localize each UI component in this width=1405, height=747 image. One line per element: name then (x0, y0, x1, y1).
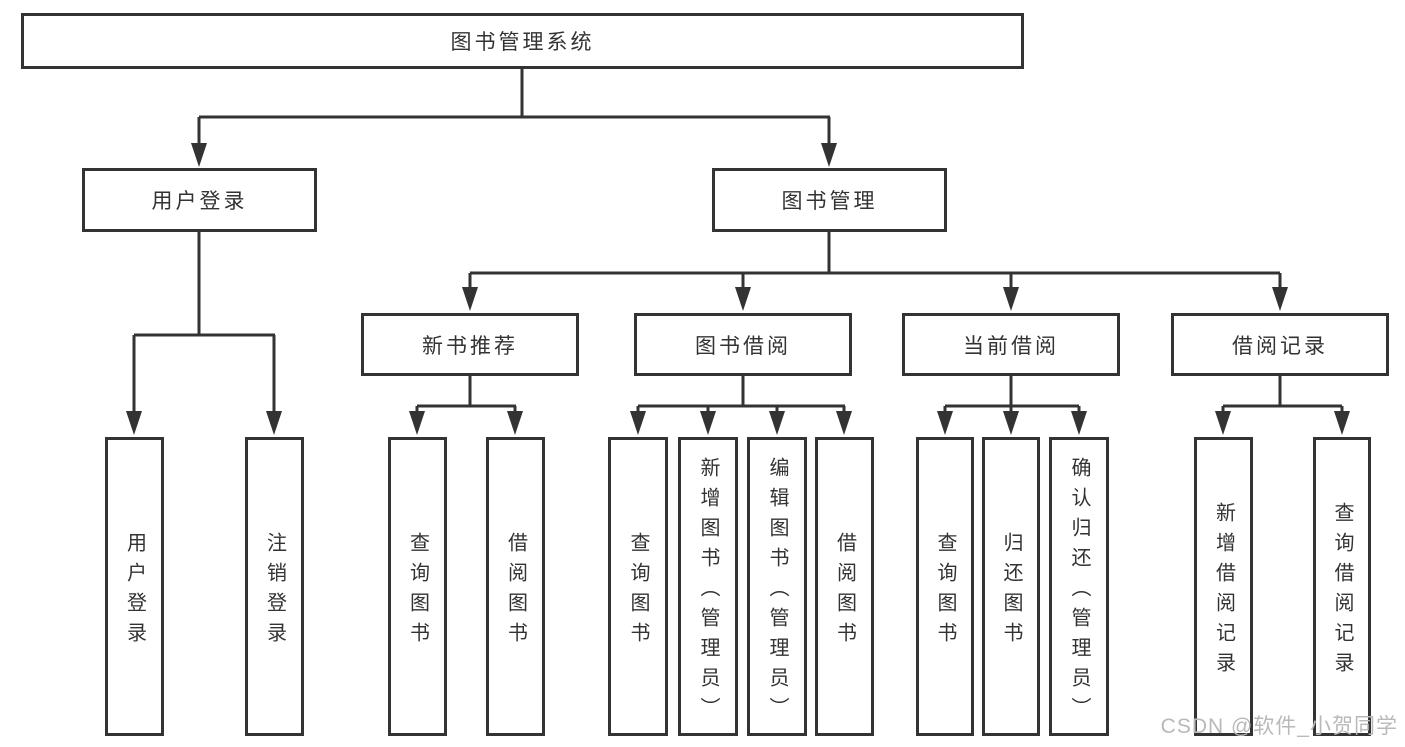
node-borrow-records-label: 借阅记录 (1232, 334, 1328, 358)
arrowhead-icon (769, 411, 785, 435)
leaf-logout-label: 注销登录 (263, 531, 286, 652)
arrowhead-icon (462, 287, 478, 311)
node-user-login-label: 用户登录 (151, 190, 248, 213)
arrowhead-icon (937, 411, 953, 435)
arrowhead-icon (409, 411, 425, 435)
arrowhead-icon (1003, 287, 1019, 311)
leaf-nb-query-books-label: 查询图书 (406, 531, 429, 652)
node-current-borrow: 当前借阅 (902, 313, 1120, 376)
leaf-bb-add-book-admin-label: 新增图书（管理员） (697, 456, 719, 727)
node-user-login: 用户登录 (82, 168, 317, 232)
arrowhead-icon (191, 143, 207, 167)
arrowhead-icon (1272, 287, 1288, 311)
node-borrow-records: 借阅记录 (1171, 313, 1389, 376)
node-book-management: 图书管理 (712, 168, 947, 232)
leaf-bb-borrow-books: 借阅图书 (815, 437, 874, 736)
watermark: CSDN @软件_小贺同学 (1160, 715, 1398, 738)
arrowhead-icon (735, 287, 751, 311)
leaf-bb-edit-book-admin: 编辑图书（管理员） (747, 437, 807, 736)
leaf-user-login-label: 用户登录 (123, 531, 146, 652)
node-new-book-recommend: 新书推荐 (361, 313, 579, 376)
leaf-bb-query-books: 查询图书 (608, 437, 668, 736)
leaf-cb-return-books-label: 归还图书 (1000, 531, 1022, 652)
leaf-cb-confirm-return-admin: 确认归还（管理员） (1049, 437, 1109, 736)
node-book-borrow: 图书借阅 (634, 313, 852, 376)
arrowhead-icon (821, 143, 837, 167)
leaf-br-add-record-label: 新增借阅记录 (1212, 501, 1235, 682)
node-book-management-label: 图书管理 (781, 190, 878, 213)
leaf-bb-query-books-label: 查询图书 (627, 531, 649, 652)
leaf-cb-confirm-return-admin-label: 确认归还（管理员） (1068, 456, 1090, 727)
arrowhead-icon (1071, 411, 1087, 435)
leaf-bb-edit-book-admin-label: 编辑图书（管理员） (766, 456, 788, 727)
arrowhead-icon (630, 411, 646, 435)
arrowhead-icon (1215, 411, 1231, 435)
arrowhead-icon (266, 411, 282, 435)
leaf-user-login: 用户登录 (105, 437, 164, 736)
leaf-bb-add-book-admin: 新增图书（管理员） (678, 437, 738, 736)
arrowhead-icon (700, 411, 716, 435)
leaf-bb-borrow-books-label: 借阅图书 (833, 531, 856, 652)
leaf-br-query-record: 查询借阅记录 (1313, 437, 1371, 736)
arrowhead-icon (1003, 411, 1019, 435)
leaf-nb-borrow-books-label: 借阅图书 (504, 531, 527, 652)
leaf-logout: 注销登录 (245, 437, 304, 736)
node-current-borrow-label: 当前借阅 (963, 334, 1059, 358)
leaf-nb-query-books: 查询图书 (388, 437, 447, 736)
leaf-br-add-record: 新增借阅记录 (1194, 437, 1253, 736)
leaf-br-query-record-label: 查询借阅记录 (1331, 501, 1353, 682)
leaf-cb-query-books-label: 查询图书 (934, 531, 956, 652)
node-book-borrow-label: 图书借阅 (695, 334, 791, 358)
arrowhead-icon (507, 411, 523, 435)
arrowhead-icon (1334, 411, 1350, 435)
arrowhead-icon (836, 411, 852, 435)
node-root-label: 图书管理系统 (450, 31, 595, 54)
arrowhead-icon (126, 411, 142, 435)
leaf-cb-return-books: 归还图书 (982, 437, 1040, 736)
leaf-nb-borrow-books: 借阅图书 (486, 437, 545, 736)
node-root: 图书管理系统 (21, 13, 1024, 69)
node-new-book-recommend-label: 新书推荐 (422, 334, 518, 358)
leaf-cb-query-books: 查询图书 (916, 437, 974, 736)
